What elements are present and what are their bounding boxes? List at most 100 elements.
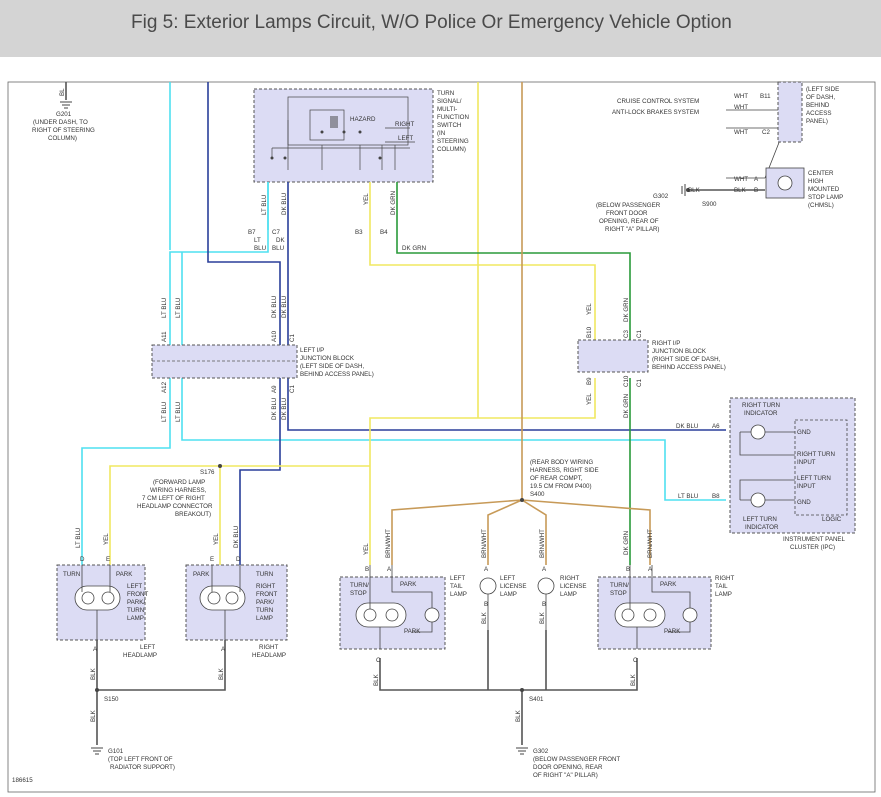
svg-text:LICENSE: LICENSE [500,583,526,590]
s176-note: (FORWARD LAMP WIRING HARNESS, 7 CM LEFT … [137,479,213,518]
g101-ground-icon [91,747,103,755]
left-license-label: LEFT LICENSE LAMP [500,575,526,598]
left-ip-jb-label: LEFT I/P JUNCTION BLOCK (LEFT SIDE OF DA… [300,347,374,378]
blk-rt: BLK [630,673,637,686]
g302-top-label: (BELOW PASSENGER FRONT DOOR OPENING, REA… [596,202,661,233]
pin-lt-a: A [387,566,392,573]
svg-text:GND: GND [797,499,811,506]
pin-lt-c: C [376,657,381,664]
rt-stop: STOP [610,590,627,597]
svg-text:JUNCTION BLOCK: JUNCTION BLOCK [652,348,707,355]
svg-text:BEHIND: BEHIND [806,102,830,109]
svg-text:FRONT: FRONT [127,591,149,598]
svg-text:BEHIND ACCESS PANEL): BEHIND ACCESS PANEL) [652,364,726,371]
svg-text:TAIL: TAIL [715,583,728,590]
pin-rt-a: A [648,566,653,573]
vlabel-dk-blu-3: DK BLU [281,296,288,318]
svg-text:INPUT: INPUT [797,459,816,466]
blu-mark: BLU [254,245,266,252]
svg-text:FRONT DOOR: FRONT DOOR [606,210,648,217]
left-headlamp-label: LEFT HEADLAMP [123,644,157,659]
abs-label: ANTI-LOCK BRAKES SYSTEM [612,109,699,116]
g302-ground-icon [516,747,528,755]
vlabel-lt-blu-1: LT BLU [261,195,268,215]
pin-c7: C7 [272,229,280,236]
svg-text:FUNCTION: FUNCTION [437,114,469,121]
vlabel-dk-grn-1: DK GRN [390,191,397,215]
turn-switch-label: TURN SIGNAL/ MULTI- FUNCTION SWITCH (IN … [437,90,469,153]
vlabel-yel-2: YEL [586,303,593,315]
wire-dk-blu [207,82,726,565]
svg-text:GND: GND [797,429,811,436]
svg-text:BEHIND ACCESS PANEL): BEHIND ACCESS PANEL) [300,371,374,378]
g201-ground-icon [60,101,72,109]
svg-text:(LEFT SIDE: (LEFT SIDE [806,86,839,93]
vlabel-lt-blu-3: LT BLU [175,298,182,318]
wire-lt-blu-ipc [181,378,726,501]
right-tail-lamp [597,565,712,650]
rf-turn: TURN [256,571,273,578]
figure-title: Fig 5: Exterior Lamps Circuit, W/O Polic… [131,12,732,33]
vlabel-brn-2: BRN/WHT [481,529,488,558]
svg-text:RIGHT OF STEERING: RIGHT OF STEERING [32,127,95,134]
right-license-label: RIGHT LICENSE LAMP [560,575,586,598]
svg-text:STOP LAMP: STOP LAMP [808,194,843,201]
svg-text:LEFT TURN: LEFT TURN [743,516,777,523]
svg-text:WIRING HARNESS,: WIRING HARNESS, [150,487,207,494]
svg-text:PARK/: PARK/ [256,599,274,606]
right-front-lamp-label: RIGHT FRONT PARK/ TURN LAMP [256,583,278,622]
left-front-lamp-label: LEFT FRONT PARK/ TURN LAMP [127,583,149,622]
lf-turn: TURN [63,571,80,578]
svg-text:LEFT: LEFT [127,583,142,590]
right-tail-lamp-label: RIGHT TAIL LAMP [715,575,734,598]
svg-text:HEADLAMP: HEADLAMP [123,652,157,659]
svg-text:TURN: TURN [256,607,273,614]
pin-lf-e: E [106,556,110,563]
blk-s401: BLK [515,709,522,722]
pin-c10: C10 [623,375,630,387]
pin-b3: B3 [355,229,363,236]
s150-splice [95,688,99,692]
vlabel-brn-3: BRN/WHT [539,529,546,558]
dkgrn-horiz: DK GRN [402,245,426,252]
vlabel-yel-5: YEL [213,533,220,545]
svg-text:RIGHT I/P: RIGHT I/P [652,340,680,347]
svg-text:INDICATOR: INDICATOR [745,524,779,531]
pin-c2: C2 [762,129,770,136]
rt-park-2: PARK [664,628,681,635]
pin-b10: B10 [586,326,593,338]
wire-wht-chmsl [726,109,781,179]
svg-text:S400: S400 [530,491,545,498]
vlabel-dk-grn-4: DK GRN [623,531,630,555]
svg-text:SWITCH: SWITCH [437,122,461,129]
svg-text:INDICATOR: INDICATOR [744,410,778,417]
lt-park: PARK [400,581,417,588]
s400-note: (REAR BODY WIRING HARNESS, RIGHT SIDE OF… [530,459,599,498]
pin-b7: B7 [248,229,256,236]
wht-3: WHT [734,129,748,136]
vlabel-yel-6: YEL [363,543,370,555]
svg-text:OF RIGHT "A" PILLAR): OF RIGHT "A" PILLAR) [533,772,598,779]
svg-text:(UNDER DASH, TO: (UNDER DASH, TO [33,119,88,126]
svg-text:BREAKOUT): BREAKOUT) [175,511,211,518]
svg-text:FRONT: FRONT [256,591,278,598]
cruise-label: CRUISE CONTROL SYSTEM [617,98,699,105]
pin-rf-e: E [210,556,214,563]
g201-wire: BL [59,88,66,96]
g302-top: G302 [653,193,669,200]
vlabel-dk-blu-6: DK BLU [233,526,240,548]
svg-text:(BELOW PASSENGER FRONT: (BELOW PASSENGER FRONT [533,756,620,763]
svg-text:STEERING: STEERING [437,138,469,145]
vlabel-lt-blu-2: LT BLU [161,298,168,318]
rt-park: PARK [660,581,677,588]
svg-text:OF REAR COMPT,: OF REAR COMPT, [530,475,583,482]
svg-text:HARNESS, RIGHT SIDE: HARNESS, RIGHT SIDE [530,467,599,474]
svg-text:LAMP: LAMP [715,591,732,598]
instrument-panel-cluster [729,397,856,534]
lf-park: PARK [116,571,133,578]
vlabel-dk-blu-5: DK BLU [281,398,288,420]
svg-text:(RIGHT SIDE OF DASH,: (RIGHT SIDE OF DASH, [652,356,721,363]
svg-text:(TOP LEFT FRONT OF: (TOP LEFT FRONT OF [108,756,173,763]
svg-text:TURN: TURN [437,90,454,97]
svg-text:7 CM LEFT OF RIGHT: 7 CM LEFT OF RIGHT [142,495,205,502]
